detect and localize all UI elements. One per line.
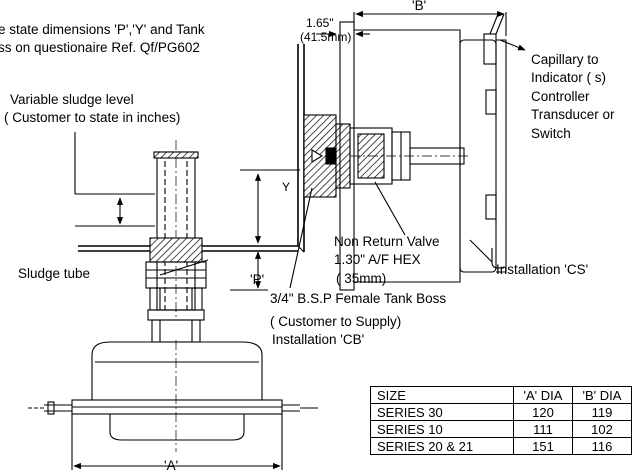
table-header-size: SIZE [370, 386, 514, 404]
table-cell-b-dia: 102 [572, 420, 632, 438]
dim-b-label: 'B' [412, 0, 427, 13]
dim-p-label: 'P' [250, 272, 265, 287]
table-cell-b-dia: 116 [572, 437, 632, 455]
table-cell-b-dia: 119 [572, 403, 632, 421]
table-cell-a-dia: 120 [513, 403, 573, 421]
install-cb-label: Installation 'CB' [272, 332, 365, 347]
capillary-label-5: Switch [531, 126, 571, 141]
table-cell-size: SERIES 20 & 21 [370, 437, 514, 455]
table-row: SERIES 30 120 119 [370, 403, 632, 421]
dimension-a [71, 414, 283, 470]
table-cell-size: SERIES 30 [370, 403, 514, 421]
table-header-b-dia: 'B' DIA [572, 386, 632, 404]
capillary-label-3: Controller [531, 89, 590, 104]
dim-415-label: (41.5mm) [300, 30, 352, 44]
boss-note: ( Customer to Supply) [270, 314, 402, 329]
capillary-label-1: Capillary to [531, 52, 599, 67]
table-row: SERIES 20 & 21 151 116 [370, 437, 632, 455]
dim-y-label: Y [282, 180, 291, 194]
note-line-1: e state dimensions 'P','Y' and Tank [0, 22, 205, 37]
install-cs-label: Installation 'CS' [496, 262, 589, 277]
dimension-lines [230, 169, 300, 291]
boss-label: 3/4" B.S.P Female Tank Boss [270, 291, 447, 306]
leader-lines [159, 181, 493, 289]
sludge-tube-label: Sludge tube [18, 266, 91, 281]
nrv-label-2: 1.30" A/F HEX [334, 252, 421, 267]
capillary-label-2: Indicator ( s) [531, 70, 607, 85]
table-cell-a-dia: 111 [513, 420, 573, 438]
table-header-row: SIZE 'A' DIA 'B' DIA [370, 386, 632, 404]
tank-wall [297, 44, 305, 253]
table-row: SERIES 10 111 102 [370, 420, 632, 438]
dim-a-label: 'A' [164, 458, 179, 473]
sludge-level-note: ( Customer to state in inches) [4, 110, 181, 125]
table-cell-a-dia: 151 [513, 437, 573, 455]
sludge-level-lines [74, 132, 155, 227]
series-dimension-table: SIZE 'A' DIA 'B' DIA SERIES 30 120 119 S… [370, 386, 632, 455]
nrv-label-3: ( 35mm) [336, 271, 387, 286]
capillary-label-4: Transducer or [531, 107, 615, 122]
table-header-a-dia: 'A' DIA [513, 386, 573, 404]
cs-assembly [303, 10, 526, 291]
dim-165-label: 1.65" [306, 16, 334, 30]
sludge-level-label: Variable sludge level [10, 92, 134, 107]
nrv-label-1: Non Return Valve [334, 234, 440, 249]
note-line-2: ss on questionaire Ref. Qf/PG602 [0, 40, 200, 55]
table-cell-size: SERIES 10 [370, 420, 514, 438]
